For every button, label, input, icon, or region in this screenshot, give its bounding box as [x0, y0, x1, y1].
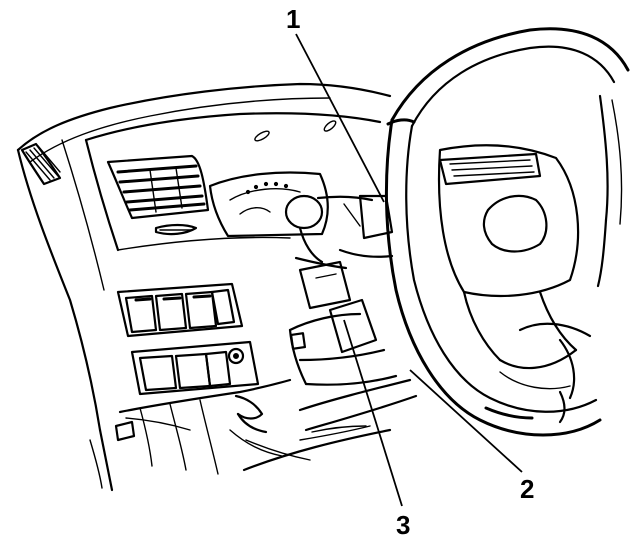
leader-line-2: [409, 369, 523, 473]
center-air-vent: [106, 154, 210, 220]
under-dash-wiring: [114, 378, 311, 475]
leader-line-1: [295, 33, 385, 203]
upper-switch-panel: [116, 282, 244, 338]
combination-switch: [284, 194, 394, 270]
lower-console: [242, 425, 392, 472]
steering-column: [288, 260, 418, 432]
callout-1: 1: [286, 4, 300, 34]
vent-slot: [154, 223, 198, 236]
callout-2: 2: [520, 474, 534, 504]
leader-line-3: [343, 319, 403, 507]
steering-wheel: [384, 27, 630, 437]
callout-3: 3: [396, 510, 410, 540]
leader-lines: [295, 33, 523, 507]
left-speaker-grille: [20, 142, 62, 186]
lower-switch-panel: [130, 340, 260, 396]
dashboard-shell: [16, 82, 392, 492]
